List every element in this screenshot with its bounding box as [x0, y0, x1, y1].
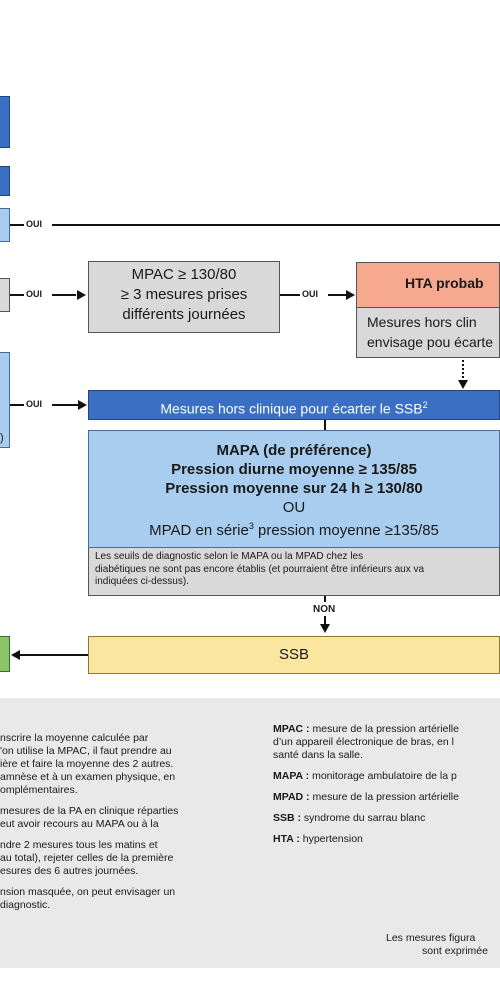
connector-row3-a: [10, 404, 24, 406]
left-box-3: [0, 208, 10, 242]
abbr-mpad-l1: mesure de la pression artérielle: [309, 791, 459, 803]
connector-ssb-green: [20, 654, 88, 656]
fl2-l2: eut avoir recours au MAPA ou à la: [0, 818, 159, 830]
abbr-mpad-key: MPAD :: [273, 791, 310, 803]
left-box-5-fragment: ): [0, 432, 4, 444]
hta-probable-box: HTA probab: [356, 262, 500, 308]
connector-row1-a: [10, 224, 24, 226]
mapa-line5-pre: MPAD en série: [149, 522, 249, 539]
units-note-l1: Les mesures figura: [386, 932, 476, 944]
fl2-l1: mesures de la PA en clinique réparties: [0, 805, 179, 817]
abbr-hta-key: HTA :: [273, 833, 300, 845]
diabetes-note-box: Les seuils de diagnostic selon le MAPA o…: [88, 548, 500, 596]
connector-mpac-hta-a: [280, 294, 300, 296]
abbr-mpac-key: MPAC :: [273, 723, 310, 735]
footer-left-para-4: nsion masquée, on peut envisager un diag…: [0, 886, 265, 912]
arrow-to-bar: [78, 400, 87, 410]
mapa-line1: MAPA (de préférence): [216, 442, 372, 459]
connector-row3-b: [52, 404, 78, 406]
ssb-exclusion-sup: 2: [422, 400, 428, 410]
left-box-5: [0, 352, 10, 448]
footer-units-note: Les mesures figura sont exprimée: [386, 932, 500, 958]
mapa-line4: OU: [282, 499, 306, 516]
arrow-to-green: [11, 650, 20, 660]
note-line1: Les seuils de diagnostic selon le MAPA o…: [95, 551, 364, 562]
fl3-l2: au total), rejeter celles de la première: [0, 852, 174, 864]
left-box-4: [0, 278, 10, 312]
abbr-ssb-l1: syndrome du sarrau blanc: [301, 812, 426, 824]
left-box-green: [0, 636, 10, 672]
oui-label-4: OUI: [24, 398, 45, 410]
mapa-line2: Pression diurne moyenne ≥ 135/85: [171, 461, 417, 478]
fl1-l5: omplémentaires.: [0, 784, 78, 796]
arrow-to-ssb: [320, 624, 330, 633]
oui-label-3: OUI: [300, 288, 321, 300]
abbr-mapa: MAPA : monitorage ambulatoire de la p: [273, 770, 500, 783]
abbr-ssb-key: SSB :: [273, 812, 302, 824]
fl4-l1: nsion masquée, on peut envisager un: [0, 886, 176, 898]
abbr-hta: HTA : hypertension: [273, 833, 500, 846]
arrow-to-hta: [346, 290, 355, 300]
fl1-l2: 'on utilise la MPAC, il faut prendre au: [0, 745, 172, 757]
ssb-exclusion-text: Mesures hors clinique pour écarter le SS…: [160, 400, 423, 417]
left-box-2: [0, 166, 10, 196]
oui-label-2: OUI: [24, 288, 45, 300]
hta-detail-box: Mesures hors clin envisage pou écarte: [356, 308, 500, 358]
arrow-to-mpac: [77, 290, 86, 300]
abbr-mpad: MPAD : mesure de la pression artérielle: [273, 791, 500, 804]
dotted-arrow-head: [458, 380, 468, 389]
non-label: NON: [313, 604, 336, 615]
mpac-line2: ≥ 3 mesures prises: [120, 286, 248, 303]
note-line2: diabétiques ne sont pas encore établis (…: [95, 563, 425, 575]
fl3-l1: ndre 2 mesures tous les matins et: [0, 839, 158, 851]
oui-label-1: OUI: [24, 218, 45, 230]
hta-detail-line2: envisage pou écarte: [367, 334, 494, 350]
footer-left-column: nscrire la moyenne calculée par 'on util…: [0, 732, 265, 920]
units-note-l2: sont exprimée: [422, 945, 488, 957]
hta-detail-line1: Mesures hors clin: [367, 314, 477, 330]
connector-mpac-hta-b: [328, 294, 346, 296]
connector-non-a: [324, 596, 326, 602]
mapa-box: MAPA (de préférence) Pression diurne moy…: [88, 430, 500, 548]
abbr-mapa-l1: monitorage ambulatoire de la p: [309, 770, 457, 782]
note-line3: indiquées ci-dessus).: [95, 576, 189, 587]
abbr-mpac-l3: santé dans la salle.: [273, 749, 363, 761]
fl3-l3: esures des 6 autres journées.: [0, 865, 139, 877]
mapa-line5: MPAD en série3 pression moyenne ≥135/85: [89, 517, 499, 540]
abbr-mpac-l2: d’un appareil électronique de bras, en l: [273, 736, 454, 748]
mapa-line3: Pression moyenne sur 24 h ≥ 130/80: [165, 480, 423, 497]
mpac-line1: MPAC ≥ 130/80: [131, 266, 237, 283]
ssb-exclusion-bar: Mesures hors clinique pour écarter le SS…: [88, 390, 500, 420]
connector-bar-mapa: [324, 420, 326, 430]
mapa-line5-sup: 3: [248, 521, 254, 531]
mapa-line5-post: pression moyenne ≥135/85: [253, 522, 439, 539]
mpac-box: MPAC ≥ 130/80 ≥ 3 mesures prises différe…: [88, 261, 280, 333]
fl1-l1: nscrire la moyenne calculée par: [0, 732, 149, 744]
fl4-l2: diagnostic.: [0, 899, 51, 911]
abbr-mpac-l1: mesure de la pression artérielle: [309, 723, 459, 735]
abbr-hta-l1: hypertension: [299, 833, 363, 845]
fl1-l3: ière et faire la moyenne des 2 autres.: [0, 758, 174, 770]
connector-row2-a: [10, 294, 24, 296]
abbr-ssb: SSB : syndrome du sarrau blanc: [273, 812, 500, 825]
ssb-box: SSB: [88, 636, 500, 674]
abbr-mapa-key: MAPA :: [273, 770, 310, 782]
dotted-connector: [462, 360, 464, 382]
footer-left-para-3: ndre 2 mesures tous les matins et au tot…: [0, 839, 265, 878]
fl1-l4: amnèse et à un examen physique, en: [0, 771, 176, 783]
connector-row1-b: [52, 224, 500, 226]
connector-row2-b: [52, 294, 76, 296]
footer-left-para-1: nscrire la moyenne calculée par 'on util…: [0, 732, 265, 797]
mpac-line3: différents journées: [122, 306, 246, 323]
footer-panel: [0, 698, 500, 968]
left-box-1: [0, 96, 10, 148]
footer-left-para-2: mesures de la PA en clinique réparties e…: [0, 805, 265, 831]
connector-non-b: [324, 616, 326, 624]
